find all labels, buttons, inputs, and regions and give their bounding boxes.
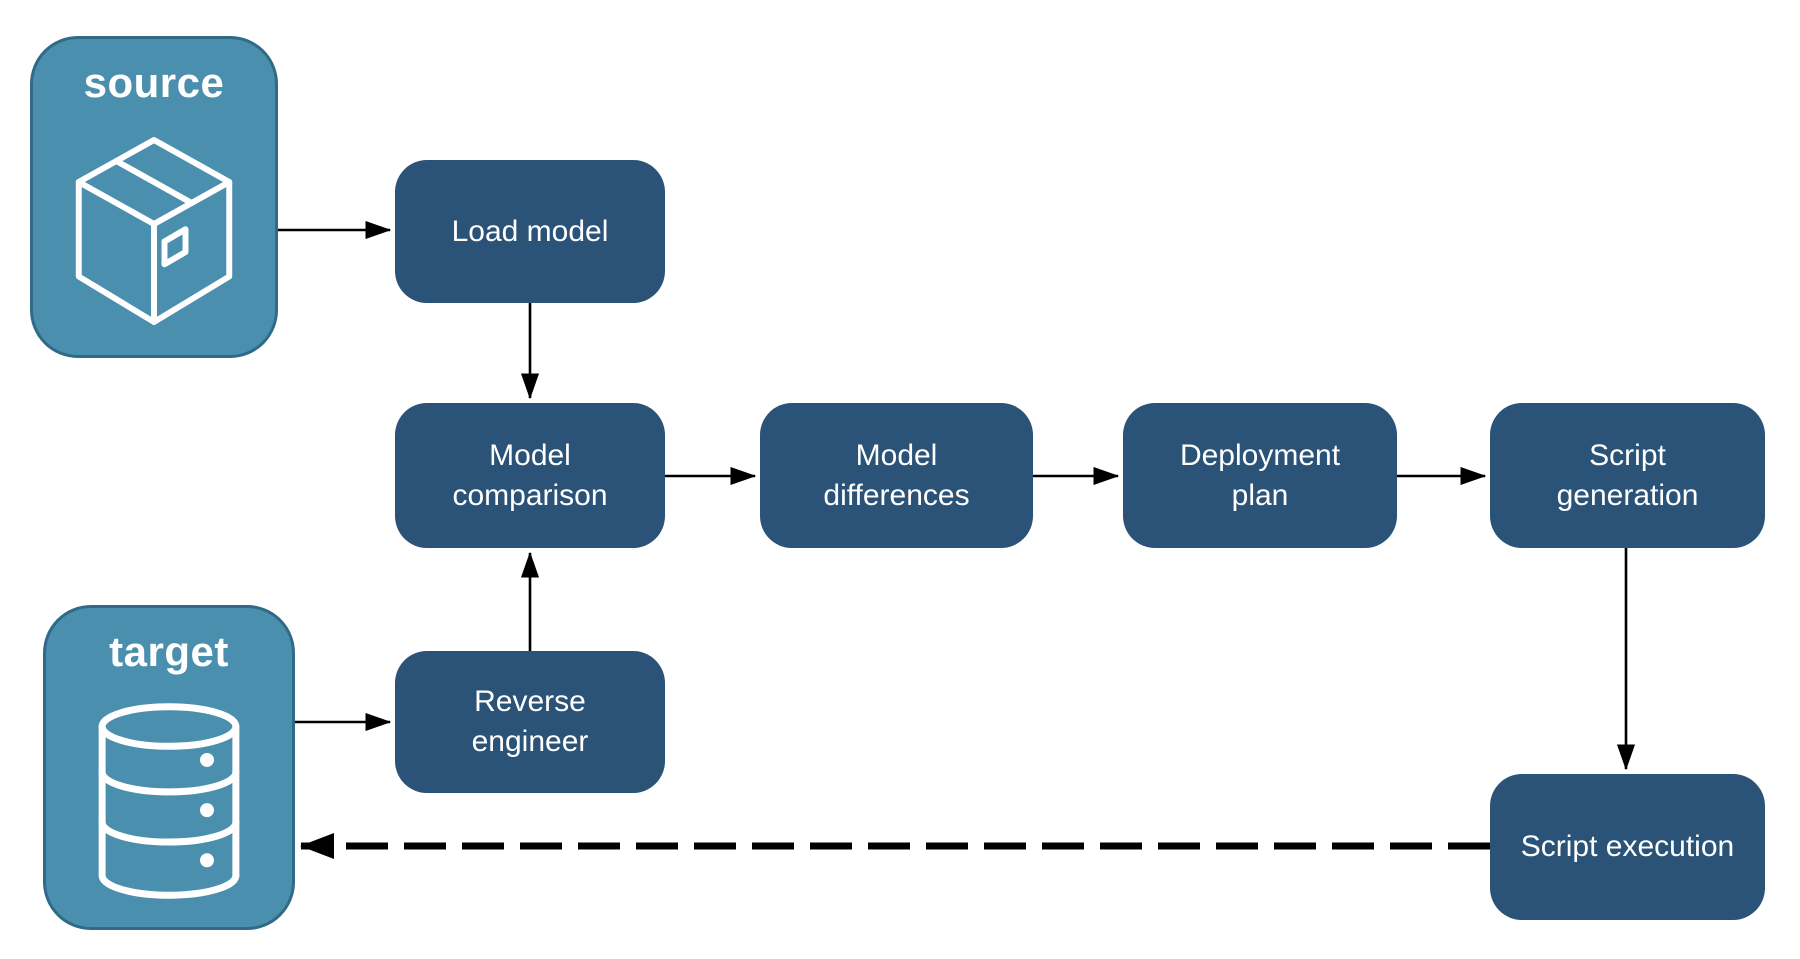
- node-label: Model differences: [823, 438, 970, 512]
- node-label: Model comparison: [452, 438, 608, 512]
- node-label: Reverse engineer: [471, 685, 589, 758]
- package-icon: [75, 137, 233, 325]
- database-icon: [98, 703, 240, 899]
- node-reverse-engineer: Reverse engineer: [395, 651, 665, 793]
- node-label: Script execution: [1520, 830, 1735, 864]
- node-model-differences: Model differences: [760, 403, 1033, 548]
- node-script-execution: Script execution: [1490, 774, 1765, 920]
- node-model-comparison: Model comparison: [395, 403, 665, 548]
- source-node: source: [30, 36, 278, 358]
- source-label: source: [83, 59, 225, 106]
- node-load-model: Load model: [395, 160, 665, 303]
- node-deployment-plan: Deployment plan: [1123, 403, 1397, 548]
- target-label: target: [109, 628, 229, 675]
- target-node: target: [43, 605, 295, 930]
- node-label: Load model: [451, 214, 609, 248]
- node-script-generation: Script generation: [1490, 403, 1765, 548]
- node-label: Script generation: [1556, 438, 1699, 512]
- node-label: Deployment plan: [1179, 438, 1341, 512]
